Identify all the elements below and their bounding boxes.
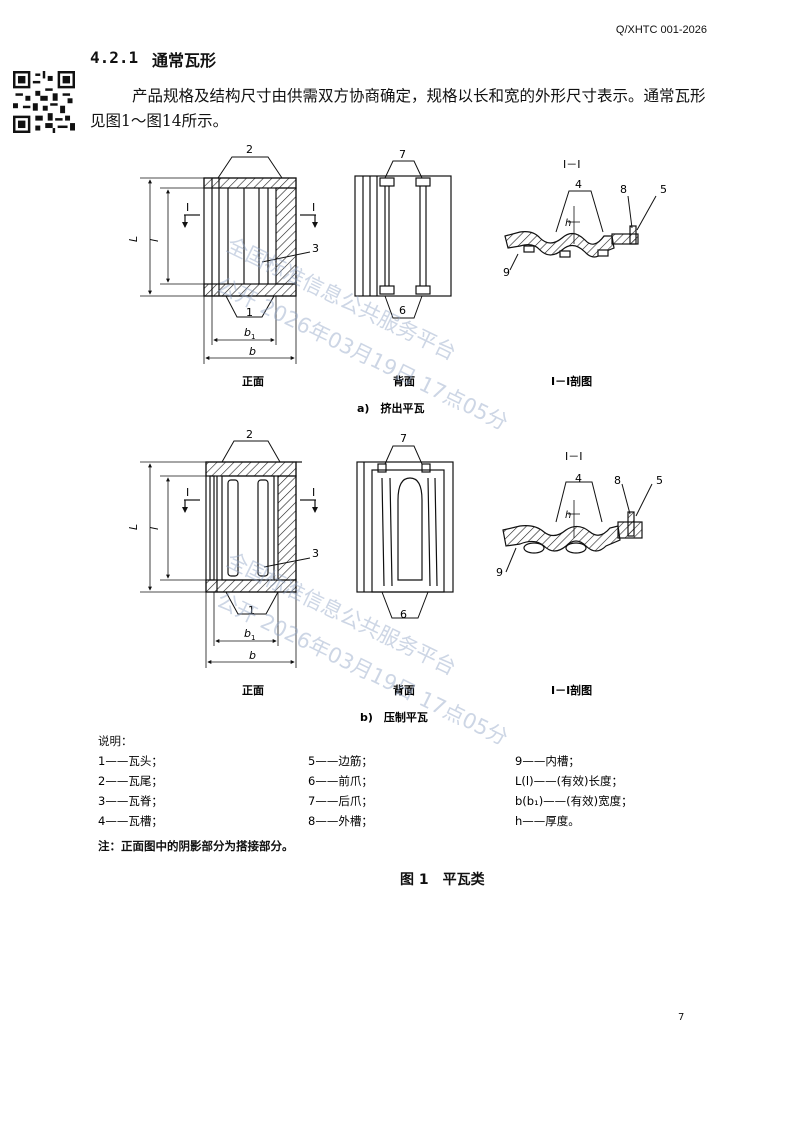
dim-l-a: l [148,239,161,242]
cut-mark-left-a: I [186,201,189,214]
section-number: 4.2.1 [90,48,139,67]
extruded-back-view [354,160,452,319]
part-label-3b: 3 [312,547,319,560]
dim-b1-sub-a: 1 [251,333,255,341]
extruded-section-view [504,190,657,271]
dim-L-b: L [127,524,140,530]
legend-item-10: L(l)——(有效)长度； [515,774,623,788]
pressed-front-view [140,440,318,668]
part-label-4b: 4 [575,472,582,485]
dim-b-a: b [249,345,256,358]
view-section-b: I－I剖图 [551,683,592,697]
part-label-1b: 1 [248,604,255,617]
section-label-a: I－I [563,158,581,171]
part-label-7a: 7 [399,148,406,161]
pressed-section-view [502,481,653,573]
view-section-a: I－I剖图 [551,374,592,388]
subcaption-a: a) 挤出平瓦 [357,401,424,415]
cut-mark-right-a: I [312,201,315,214]
legend-item-6: 6——前爪； [308,774,373,788]
legend-item-2: 2——瓦尾； [98,774,163,788]
dim-b1-b: b [244,627,251,640]
legend-item-1: 1——瓦头； [98,754,163,768]
part-label-9a: 9 [503,266,510,279]
part-label-6a: 6 [399,304,406,317]
part-label-6b: 6 [400,608,407,621]
part-label-5a: 5 [660,183,667,196]
legend-item-11: b(b₁)——(有效)宽度； [515,794,633,808]
view-back-b: 背面 [393,683,415,697]
legend-item-7: 7——后爪； [308,794,373,808]
part-label-2a: 2 [246,143,253,156]
part-label-8a: 8 [620,183,627,196]
part-label-7b: 7 [400,432,407,445]
figure-labels: 2 1 3 7 6 I－I 4 8 5 9 h I I L l b 1 b 正面… [127,143,667,724]
view-front-a: 正面 [242,375,264,388]
section-title: 通常瓦形 [152,51,217,70]
dim-b1-a: b [244,326,251,339]
qr-code-icon [13,71,75,133]
page-number: 7 [678,1012,685,1023]
dim-h-b: h [565,510,571,521]
legend-item-12: h——厚度。 [515,814,580,828]
dim-L-a: L [127,236,140,242]
dim-b1-sub-b: 1 [251,634,255,642]
cut-mark-left-b: I [186,486,189,499]
dim-l-b: l [148,527,161,530]
section-label-b: I－I [565,450,583,463]
view-back-a: 背面 [393,374,415,388]
part-label-9b: 9 [496,566,503,579]
legend-item-8: 8——外槽； [308,814,373,828]
body-paragraph: 产品规格及结构尺寸由供需双方协商确定，规格以长和宽的外形尺寸表示。通常瓦形见图1… [90,87,706,130]
dim-h-a: h [565,218,571,229]
part-label-3a: 3 [312,242,319,255]
figure-caption: 图 1 平瓦类 [400,872,485,888]
legend-item-9: 9——内槽； [515,754,580,768]
extruded-front-view [140,156,318,364]
legend-list: 1——瓦头； 2——瓦尾； 3——瓦脊； 4——瓦槽； 5——边筋； 6——前爪… [98,754,633,828]
legend-item-4: 4——瓦槽； [98,814,163,828]
part-label-5b: 5 [656,474,663,487]
cut-mark-right-b: I [312,486,315,499]
document-code: Q/XHTC 001-2026 [615,24,707,36]
subcaption-b: b) 压制平瓦 [360,710,428,724]
part-label-2b: 2 [246,428,253,441]
part-label-1a: 1 [246,306,253,319]
pressed-back-view [356,445,454,619]
legend-title: 说明： [98,734,133,748]
part-label-4a: 4 [575,178,582,191]
figure-note: 注：正面图中的阴影部分为搭接部分。 [98,839,294,853]
legend-item-3: 3——瓦脊； [98,794,163,808]
legend-item-5: 5——边筋； [308,754,373,768]
view-front-b: 正面 [242,684,264,697]
dim-b-b: b [249,649,256,662]
part-label-8b: 8 [614,474,621,487]
